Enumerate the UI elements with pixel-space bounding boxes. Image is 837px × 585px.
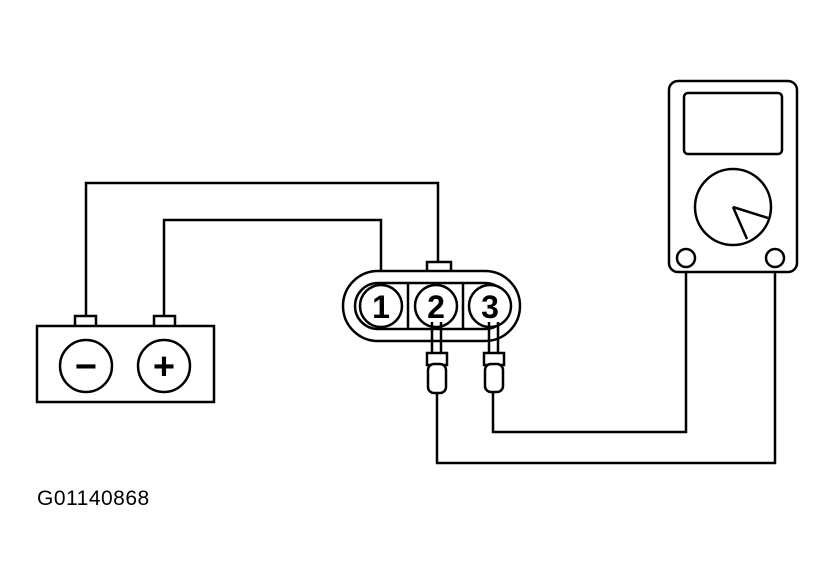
connector-pin-1-circle <box>358 283 404 329</box>
battery-negative-symbol: − <box>75 346 97 388</box>
battery-positive-symbol: + <box>153 346 175 388</box>
connector-pin-1-label: 1 <box>372 289 390 325</box>
probe-pin-3 <box>482 322 506 394</box>
multimeter-dial-pointer-1 <box>732 205 769 220</box>
multimeter-jack-right <box>764 247 786 269</box>
multimeter-display <box>682 91 784 156</box>
connector <box>341 260 522 343</box>
connector-pin-2-label: 2 <box>427 289 445 325</box>
multimeter <box>667 79 799 274</box>
wires <box>84 181 777 465</box>
wire-probe-pin-3-to-meter <box>491 272 688 434</box>
multimeter-jack-left <box>675 247 697 269</box>
connector-pin-3-label: 3 <box>481 289 499 325</box>
test-probes <box>425 322 506 395</box>
wire-battery-negative-to-pin-2 <box>84 181 440 318</box>
battery-negative-circle <box>58 338 114 394</box>
battery-positive-circle <box>136 338 192 394</box>
battery <box>35 314 216 404</box>
figure-code: G01140868 <box>37 487 150 510</box>
multimeter-dial-pointer-2 <box>731 206 749 240</box>
wire-probe-pin-2-to-meter <box>435 272 777 465</box>
connector-pin-2-circle <box>413 283 459 329</box>
wire-battery-positive-to-pin-1 <box>162 218 383 318</box>
probe-pin-2 <box>425 322 449 395</box>
